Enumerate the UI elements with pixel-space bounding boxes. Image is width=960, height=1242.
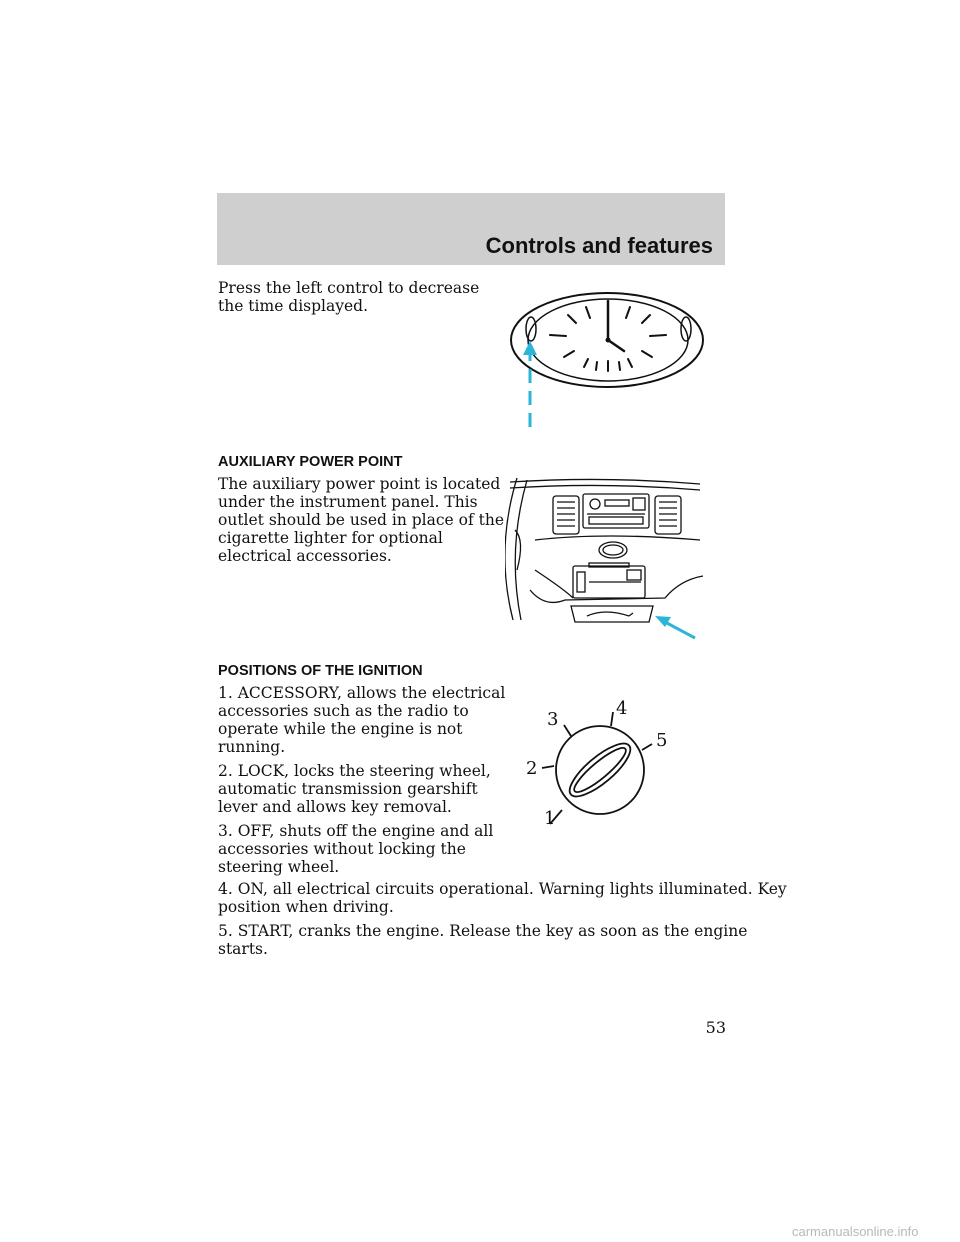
position-label-4: 4 bbox=[616, 698, 627, 719]
ignition-item-5-line-2: starts. bbox=[218, 940, 268, 958]
right-control-button bbox=[680, 316, 692, 342]
dashboard-illustration bbox=[505, 477, 704, 640]
clock-illustration bbox=[510, 292, 704, 427]
ignition-item-1-line-3: operate while the engine is not bbox=[218, 720, 463, 738]
ignition-item-3-line-3: steering wheel. bbox=[218, 858, 340, 876]
position-label-2: 2 bbox=[526, 758, 537, 779]
pointer-arrow-icon bbox=[523, 341, 537, 355]
ignition-item-4-line-2: position when driving. bbox=[218, 898, 394, 916]
ignition-item-1-line-4: running. bbox=[218, 738, 286, 756]
ignition-item-4-line-1: 4. ON, all electrical circuits operation… bbox=[218, 880, 787, 898]
power-point-line-3: outlet should be used in place of the bbox=[218, 511, 505, 529]
ignition-heading: POSITIONS OF THE IGNITION bbox=[218, 663, 423, 679]
section-header-bar: Controls and features bbox=[217, 193, 725, 265]
position-label-1: 1 bbox=[544, 808, 555, 829]
page-number: 53 bbox=[705, 1018, 726, 1037]
ignition-item-3-line-1: 3. OFF, shuts off the engine and all bbox=[218, 822, 494, 840]
clock-instruction-line-2: the time displayed. bbox=[218, 297, 369, 315]
hour-hand bbox=[606, 338, 626, 353]
power-point-line-4: cigarette lighter for optional bbox=[218, 529, 443, 547]
left-control-button bbox=[525, 316, 537, 342]
power-point-arrow-icon bbox=[655, 616, 671, 627]
clock-instruction-line-1: Press the left control to decrease bbox=[218, 279, 480, 297]
power-point-line-2: under the instrument panel. This bbox=[218, 493, 478, 511]
section-title: Controls and features bbox=[485, 233, 713, 258]
ignition-switch-illustration: 1 2 3 4 5 bbox=[526, 698, 667, 829]
power-point-line-1: The auxiliary power point is located bbox=[218, 475, 501, 493]
ignition-item-2-line-3: lever and allows key removal. bbox=[218, 798, 452, 816]
position-label-5: 5 bbox=[656, 730, 667, 751]
ignition-item-2-line-2: automatic transmission gearshift bbox=[218, 780, 478, 798]
ignition-item-1-line-2: accessories such as the radio to bbox=[218, 702, 469, 720]
watermark: carmanualsonline.info bbox=[792, 1224, 919, 1239]
power-point-heading: AUXILIARY POWER POINT bbox=[218, 454, 403, 470]
position-label-3: 3 bbox=[547, 709, 558, 730]
ignition-item-2-line-1: 2. LOCK, locks the steering wheel, bbox=[218, 762, 491, 780]
power-point-line-5: electrical accessories. bbox=[218, 547, 392, 565]
ignition-cylinder bbox=[555, 725, 645, 815]
ignition-item-5-line-1: 5. START, cranks the engine. Release the… bbox=[218, 922, 748, 940]
ignition-item-1-line-1: 1. ACCESSORY, allows the electrical bbox=[218, 684, 506, 702]
ignition-item-3-line-2: accessories without locking the bbox=[218, 840, 466, 858]
